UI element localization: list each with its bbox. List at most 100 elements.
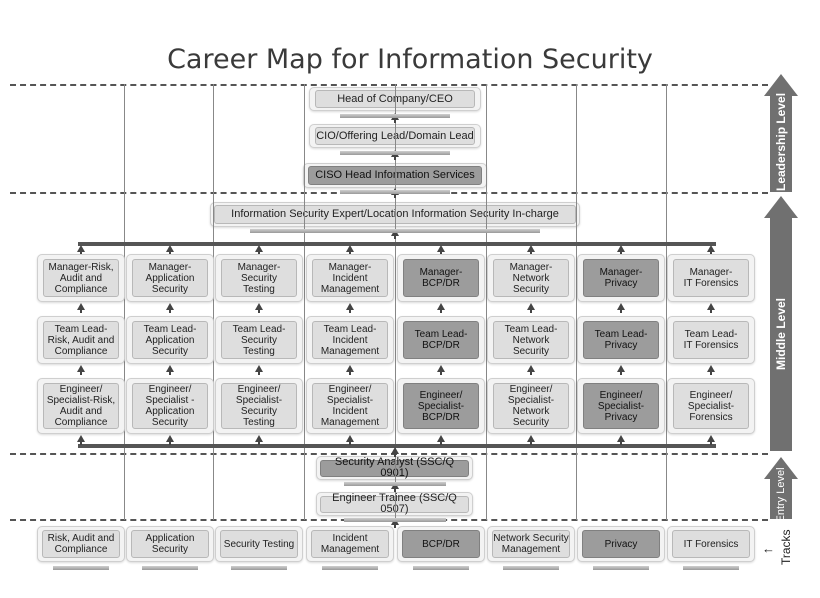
engineer-role: Engineer/ Specialist- Security Testing	[221, 383, 297, 429]
up-arrow-icon	[346, 365, 354, 372]
tracks-arrow-icon: ←	[762, 541, 775, 556]
level-divider	[10, 453, 768, 455]
manager-box-frame: Manager- Privacy	[577, 254, 665, 302]
track-box-frame: Network Security Management	[487, 526, 575, 562]
column-divider	[124, 84, 125, 520]
up-arrow-icon	[437, 365, 445, 372]
arrow-stem	[394, 524, 396, 528]
track-box-frame: IT Forensics	[667, 526, 755, 562]
up-arrow-icon	[707, 435, 715, 442]
up-arrow-icon	[77, 365, 85, 372]
track-label: BCP/DR	[402, 530, 480, 558]
lead-box-frame: Team Lead- Network Security	[487, 316, 575, 364]
engineer-role: Engineer/ Specialist- Network Security	[493, 383, 569, 429]
up-arrow-icon	[166, 245, 174, 252]
entry-level-bar	[770, 478, 792, 519]
up-arrow-icon	[707, 245, 715, 252]
track-label: Application Security	[131, 530, 209, 558]
arrow-stem	[530, 371, 532, 375]
up-arrow-icon	[437, 303, 445, 310]
lead-role: Team Lead- IT Forensics	[673, 321, 749, 359]
up-arrow-icon	[77, 245, 85, 252]
engineer-box-frame: Engineer/ Specialist- Network Security	[487, 378, 575, 434]
arrow-stem	[258, 251, 260, 255]
track-box-frame: BCP/DR	[397, 526, 485, 562]
column-divider	[486, 84, 487, 520]
engineer-box-frame: Engineer/ Specialist- Security Testing	[215, 378, 303, 434]
engineer-role: Engineer/ Specialist - Application Secur…	[132, 383, 208, 429]
analyst-box-frame: Security Analyst (SSC/Q 0901)	[316, 456, 473, 480]
up-arrow-icon	[346, 245, 354, 252]
arrow-stem	[258, 371, 260, 375]
up-arrow-icon	[346, 303, 354, 310]
up-arrow-icon	[527, 435, 535, 442]
lead-role: Team Lead- Application Security	[132, 321, 208, 359]
box-base	[142, 566, 198, 570]
column-divider	[576, 84, 577, 520]
middle-arrow-head	[764, 196, 798, 218]
manager-role: Manager- Network Security	[493, 259, 569, 297]
up-arrow-icon	[437, 245, 445, 252]
lead-role: Team Lead- Privacy	[583, 321, 659, 359]
manager-box-frame: Manager- Security Testing	[215, 254, 303, 302]
track-label: Network Security Management	[492, 530, 570, 558]
up-arrow-icon	[255, 365, 263, 372]
engineer-box-frame: Engineer/ Specialist- Incident Managemen…	[306, 378, 394, 434]
arrow-stem	[620, 251, 622, 255]
arrow-stem	[80, 309, 82, 313]
up-arrow-icon	[346, 435, 354, 442]
analyst-box: Security Analyst (SSC/Q 0901)	[320, 457, 469, 479]
arrow-stem	[169, 251, 171, 255]
track-label: Risk, Audit and Compliance	[42, 530, 120, 558]
trainee-box: Engineer Trainee (SSC/Q 0507)	[320, 493, 469, 515]
level-divider	[10, 84, 768, 86]
lead-box-frame: Team Lead- Risk, Audit and Compliance	[37, 316, 125, 364]
box-base	[250, 229, 540, 233]
track-box-frame: Privacy	[577, 526, 665, 562]
track-label: Incident Management	[311, 530, 389, 558]
manager-box-frame: Manager- Incident Management	[306, 254, 394, 302]
arrow-stem	[710, 371, 712, 375]
manager-role: Manager- Application Security	[132, 259, 208, 297]
arrow-stem	[394, 453, 396, 457]
engineer-box-frame: Engineer/ Specialist-Risk, Audit and Com…	[37, 378, 125, 434]
lead-box-frame: Team Lead- Privacy	[577, 316, 665, 364]
box-base	[53, 566, 109, 570]
engineer-box-frame: Engineer/ Specialist - Application Secur…	[126, 378, 214, 434]
track-box-frame: Risk, Audit and Compliance	[37, 526, 125, 562]
lead-role: Team Lead- Network Security	[493, 321, 569, 359]
lead-box-frame: Team Lead- Application Security	[126, 316, 214, 364]
arrow-stem	[394, 235, 396, 239]
leadership-arrow-head	[764, 74, 798, 96]
leadership-level-label: Leadership Level	[774, 92, 788, 191]
engineer-box-frame: Engineer/ Specialist- Forensics	[667, 378, 755, 434]
box-base	[344, 518, 446, 522]
manager-box-frame: Manager- IT Forensics	[667, 254, 755, 302]
up-arrow-icon	[707, 365, 715, 372]
column-divider	[213, 84, 214, 520]
arrow-stem	[620, 309, 622, 313]
box-base	[503, 566, 559, 570]
arrow-stem	[440, 441, 442, 445]
arrow-stem	[169, 309, 171, 313]
up-arrow-icon	[707, 303, 715, 310]
up-arrow-icon	[166, 365, 174, 372]
manager-box-frame: Manager-Risk, Audit and Compliance	[37, 254, 125, 302]
up-arrow-icon	[437, 435, 445, 442]
up-arrow-icon	[255, 303, 263, 310]
arrow-stem	[530, 251, 532, 255]
engineer-role: Engineer/ Specialist- Privacy	[583, 383, 659, 429]
lead-role: Team Lead- Incident Management	[312, 321, 388, 359]
up-arrow-icon	[617, 245, 625, 252]
up-arrow-icon	[527, 303, 535, 310]
connector-bar	[78, 242, 716, 246]
manager-role: Manager- Incident Management	[312, 259, 388, 297]
arrow-stem	[530, 309, 532, 313]
box-base	[683, 566, 739, 570]
arrow-stem	[80, 441, 82, 445]
arrow-stem	[169, 371, 171, 375]
up-arrow-icon	[617, 303, 625, 310]
lead-box-frame: Team Lead- Security Testing	[215, 316, 303, 364]
engineer-role: Engineer/ Specialist-Risk, Audit and Com…	[43, 383, 119, 429]
arrow-stem	[440, 371, 442, 375]
